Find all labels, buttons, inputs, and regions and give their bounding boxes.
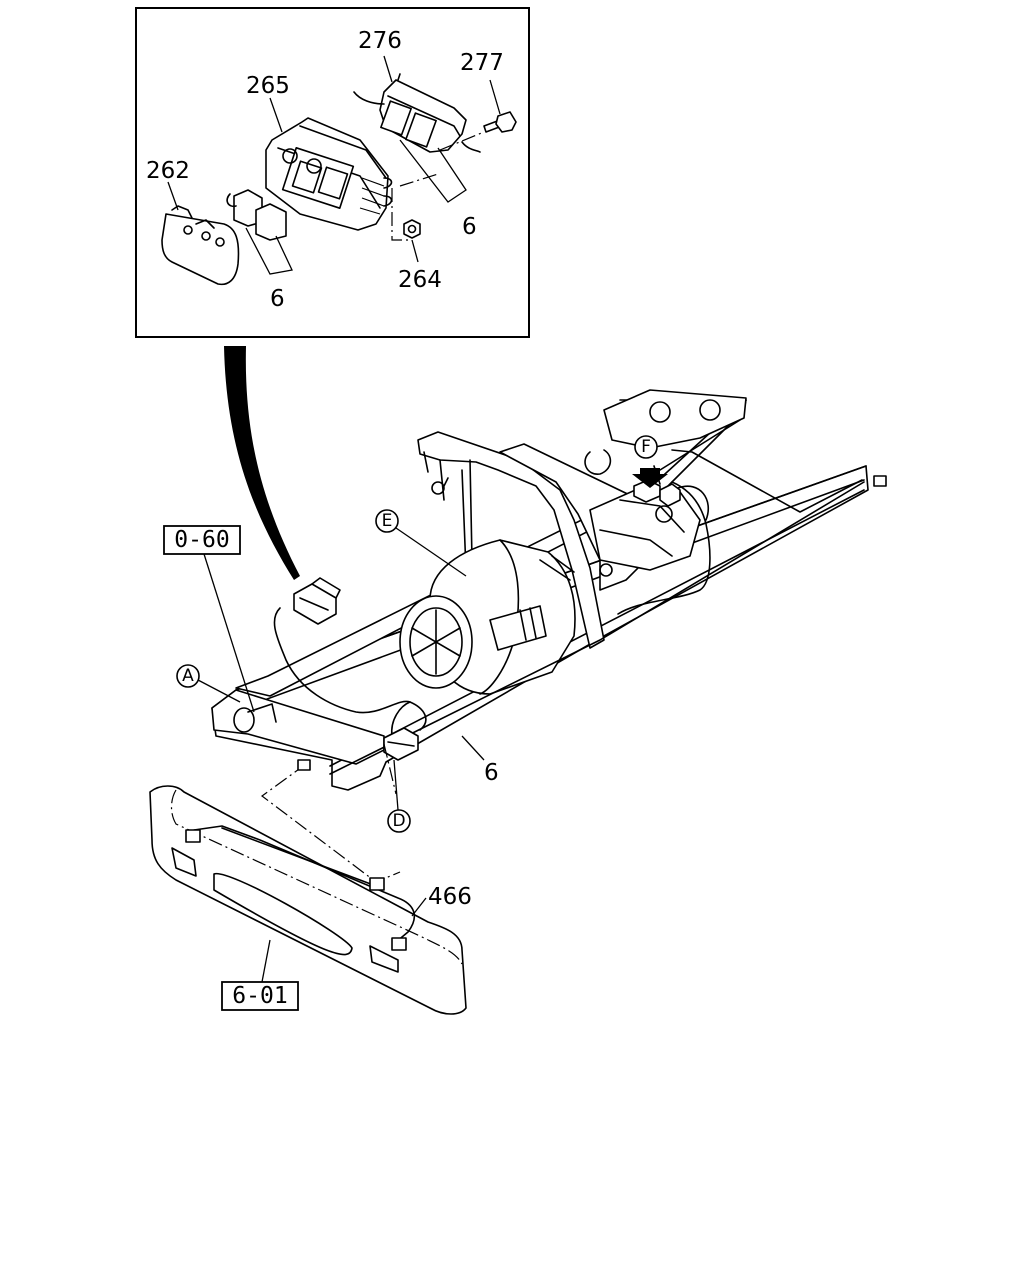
ref-box-0-60[interactable]: 0-60 xyxy=(163,525,241,555)
callout-f: F xyxy=(634,435,658,459)
arrow-down-icon xyxy=(632,468,668,488)
assembly-line-main-1 xyxy=(260,763,401,883)
callout-e: E xyxy=(375,509,399,533)
inset-detail: 276 277 265 262 6 6 264 xyxy=(135,7,530,338)
chassis-connector xyxy=(293,577,341,625)
label-264: 264 xyxy=(398,267,442,293)
inset-pointer xyxy=(224,346,300,580)
leader-6-main xyxy=(461,735,485,761)
cover-262 xyxy=(161,205,240,286)
callout-d-letter: D xyxy=(392,811,405,831)
bolt-277 xyxy=(483,111,517,133)
callout-e-letter: E xyxy=(382,511,393,531)
leader-0-60 xyxy=(203,553,255,713)
middle-cross-member xyxy=(417,431,605,649)
leader-6a xyxy=(399,139,467,203)
connector-d xyxy=(383,727,419,761)
label-6-inset-left: 6 xyxy=(270,286,285,312)
label-6-inset-right: 6 xyxy=(462,214,477,240)
callout-a-letter: A xyxy=(182,666,194,686)
leader-277 xyxy=(489,79,501,115)
label-276: 276 xyxy=(358,28,402,54)
leader-e xyxy=(395,527,467,577)
leader-262 xyxy=(167,181,179,211)
terminal-block-6-left xyxy=(226,189,287,241)
assembly-line-inset-1 xyxy=(391,188,410,241)
frame-end-clip xyxy=(873,475,887,487)
assembly-line-main-2 xyxy=(383,743,397,795)
callout-a: A xyxy=(176,664,200,688)
leader-a xyxy=(197,679,241,703)
connector-f xyxy=(632,468,681,507)
label-262: 262 xyxy=(146,158,190,184)
connector-housing-265 xyxy=(265,117,393,231)
assembly-line-inset-3 xyxy=(439,131,485,151)
ref-6-01-label: 6-01 xyxy=(232,983,287,1009)
leader-276 xyxy=(383,55,393,83)
rear-component xyxy=(589,485,710,571)
nut-264 xyxy=(403,219,421,239)
ref-box-6-01[interactable]: 6-01 xyxy=(221,981,299,1011)
front-bumper xyxy=(149,759,467,1015)
label-277: 277 xyxy=(460,50,504,76)
ref-0-60-label: 0-60 xyxy=(174,527,229,553)
label-466: 466 xyxy=(428,884,472,910)
callout-f-letter: F xyxy=(641,437,651,457)
label-6-main: 6 xyxy=(484,760,499,786)
leader-6-01 xyxy=(261,939,271,983)
leader-264 xyxy=(411,239,419,263)
connector-housing-276 xyxy=(353,73,481,153)
callout-d: D xyxy=(387,809,411,833)
assembly-line-inset-2 xyxy=(399,173,439,187)
wiring-harness-6 xyxy=(247,449,865,775)
leader-265 xyxy=(269,97,283,133)
rear-cross-member xyxy=(603,389,747,449)
leader-466 xyxy=(411,897,427,917)
leader-d xyxy=(393,759,399,811)
label-265: 265 xyxy=(246,73,290,99)
transmission xyxy=(399,539,576,695)
leader-6b xyxy=(245,227,293,275)
